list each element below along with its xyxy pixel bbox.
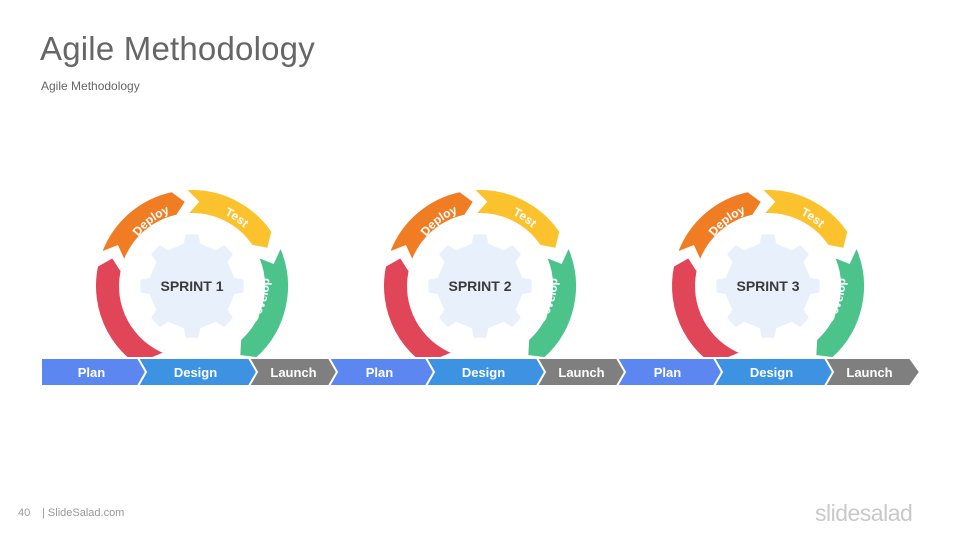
sprint-label: SPRINT 3 [736,278,799,294]
review-segment [94,255,168,378]
test-segment [758,188,850,251]
brand-logo: slidesalad [815,500,913,526]
gear-hub [162,256,222,316]
deploy-segment [99,190,188,264]
develop-segment [526,244,578,360]
plan-step-label: Plan [78,365,106,380]
launch-step [823,357,922,387]
sprint-label: SPRINT 2 [448,278,511,294]
test-segment [470,188,562,251]
launch-step-label: Launch [270,365,316,380]
plan-step-label: Plan [366,365,394,380]
deploy-segment [387,190,476,264]
launch-step-label: Launch [846,365,892,380]
develop-segment [238,244,290,360]
gear-hub [738,256,798,316]
sprint-label: SPRINT 1 [160,278,223,294]
design-step-label: Design [462,365,505,380]
design-step-label: Design [750,365,793,380]
page-number: 40 [18,507,31,519]
page-subtitle: Agile Methodology [41,79,140,93]
page-title: Agile Methodology [40,30,315,67]
test-segment [182,188,274,251]
gear-hub [450,256,510,316]
plan-step-label: Plan [654,365,682,380]
review-segment [670,255,744,378]
footer-site: | SlideSalad.com [42,507,125,519]
review-segment [382,255,456,378]
deploy-segment [675,190,764,264]
launch-step-label: Launch [558,365,604,380]
develop-segment [814,244,866,360]
design-step-label: Design [174,365,217,380]
